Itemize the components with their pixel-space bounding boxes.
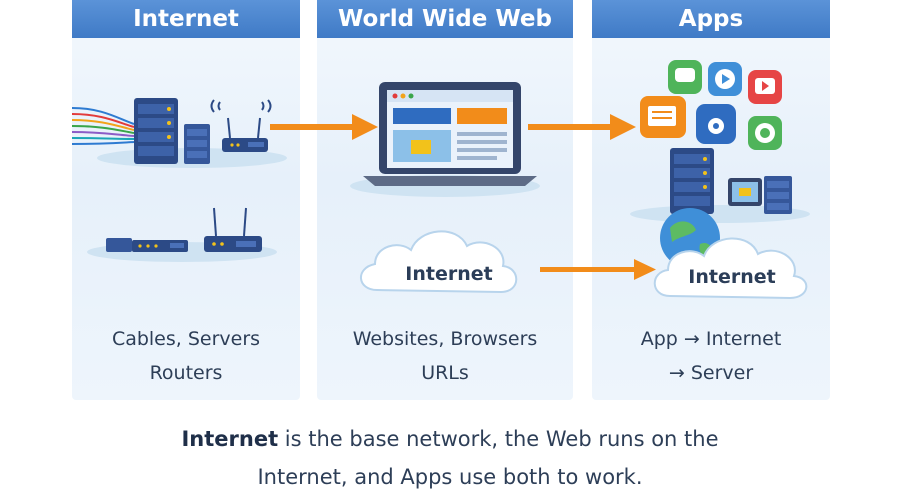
music-icon	[696, 104, 736, 144]
web-illustration: Internet	[350, 82, 540, 294]
server-icon	[134, 98, 178, 164]
caption-internet-line1: Cables, Servers	[111, 328, 261, 350]
server-icon	[670, 148, 714, 214]
summary-text: Internet is the base network, the Web ru…	[0, 420, 900, 496]
cloud-label-web: Internet	[405, 263, 492, 285]
panel-internet: Internet	[72, 0, 300, 400]
laptop-icon	[363, 82, 537, 186]
caption-apps-line2: → Server	[668, 362, 754, 384]
apps-illustration: Internet	[630, 60, 810, 300]
panel-title-apps: Apps	[592, 0, 830, 38]
cloud-label-apps: Internet	[688, 266, 775, 288]
chat-icon	[668, 60, 702, 94]
caption-internet-line2: Routers	[149, 362, 223, 384]
wifi-icon	[210, 99, 272, 113]
monitor-icon	[728, 178, 762, 206]
summary-line1: Internet is the base network, the Web ru…	[0, 420, 900, 458]
router-icon	[222, 117, 268, 152]
panel-apps: Apps	[592, 0, 830, 400]
panel-title-web: World Wide Web	[317, 0, 573, 38]
internet-illustration	[72, 98, 287, 262]
server-icon	[764, 176, 792, 214]
summary-bold-internet: Internet	[181, 427, 279, 451]
caption-apps-line1: App → Internet	[640, 328, 782, 350]
cloud-icon: Internet	[653, 237, 808, 300]
caption-web-line1: Websites, Browsers	[352, 328, 538, 350]
cloud-icon: Internet	[360, 230, 518, 294]
summary-line1-rest: is the base network, the Web runs on the	[278, 427, 719, 451]
cables-icon	[72, 107, 135, 145]
summary-line2: Internet, and Apps use both to work.	[257, 465, 643, 489]
play-icon	[748, 70, 782, 104]
caption-web-line2: URLs	[421, 362, 469, 384]
router-icon	[204, 207, 262, 252]
router-icon	[106, 238, 188, 252]
server-icon	[184, 124, 210, 164]
phone-icon	[748, 116, 782, 150]
panel-web: World Wide Web	[317, 0, 573, 400]
cart-icon	[640, 96, 686, 138]
video-icon	[708, 62, 742, 96]
panel-title-internet: Internet	[72, 0, 300, 38]
